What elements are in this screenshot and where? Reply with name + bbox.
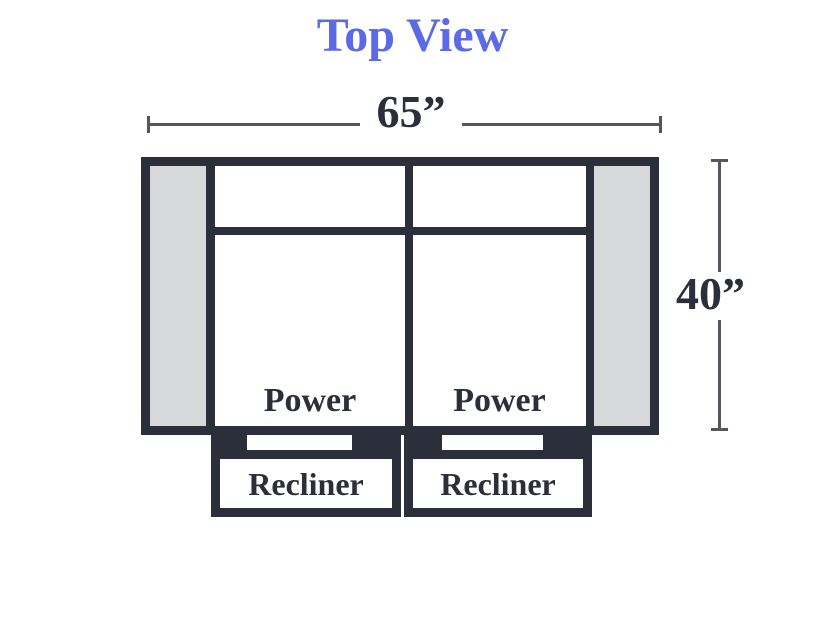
page-title: Top View [316, 9, 509, 62]
width-dimension-line-right [462, 123, 660, 126]
width-dimension-label: 65” [376, 86, 446, 137]
recliner-left-label: Recliner [248, 465, 364, 502]
seat-left: Power [215, 235, 405, 426]
seat-right: Power [413, 235, 586, 426]
armrest-left [150, 166, 206, 426]
width-dimension-cap-right [659, 116, 662, 133]
recliner-connector-tab-right-outer [543, 435, 592, 451]
sofa-body: Power Power [141, 157, 659, 435]
recliner-right-label: Recliner [440, 465, 556, 502]
recliner-connector-tab-left-inner [352, 435, 401, 451]
backrest-cushion-right [413, 166, 586, 227]
recliner-connector-tab-right-inner [404, 435, 442, 451]
recliner-right-inner: Recliner [413, 459, 583, 508]
depth-dimension-cap-bottom [711, 428, 728, 431]
seat-right-label: Power [453, 382, 546, 419]
recliner-right: Recliner [404, 450, 592, 517]
seat-left-label: Power [263, 382, 357, 419]
armrest-right [594, 166, 650, 426]
recliner-left: Recliner [211, 450, 401, 517]
backrest-cushion-left [215, 166, 405, 227]
width-dimension-line-left [148, 123, 360, 126]
recliner-left-inner: Recliner [220, 459, 392, 508]
depth-dimension-line-top [718, 160, 721, 272]
depth-dimension-label: 40” [676, 268, 745, 319]
depth-dimension-line-bottom [718, 320, 721, 430]
recliner-connector-tab-left-outer [211, 435, 247, 451]
